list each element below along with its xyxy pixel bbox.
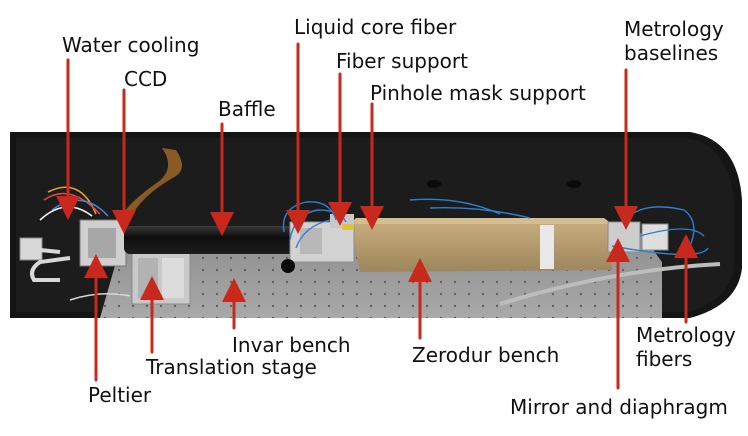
ccd-flex-cable [118, 148, 182, 222]
label-water-cooling: Water cooling [62, 33, 200, 57]
translation-stage-block [131, 251, 191, 305]
label-zerodur-bench: Zerodur bench [412, 343, 560, 367]
label-peltier: Peltier [88, 383, 152, 407]
zerodur-bench-block [350, 218, 612, 272]
label-metrology-baselines-2: baselines [624, 41, 719, 65]
baffle-tube [124, 226, 296, 254]
label-invar-bench: Invar bench [232, 333, 351, 357]
label-mirror-and-diaphragm: Mirror and diaphragm [510, 395, 728, 419]
label-metrology-baselines-1: Metrology [624, 17, 724, 41]
label-ccd: CCD [124, 67, 168, 91]
steel-hose [499, 262, 721, 306]
pointer-arrows [56, 42, 698, 390]
label-translation-stage: Translation stage [146, 355, 317, 379]
label-liquid-core-fiber: Liquid core fiber [294, 15, 457, 39]
label-fiber-support: Fiber support [336, 49, 468, 73]
water-cooling-pipe [30, 248, 71, 282]
label-metrology-fibers-2: fibers [636, 347, 693, 371]
label-pinhole-mask-support: Pinhole mask support [370, 81, 586, 105]
label-metrology-fibers-1: Metrology [636, 323, 736, 347]
label-baffle: Baffle [218, 97, 276, 121]
mount-knobs [281, 180, 581, 273]
